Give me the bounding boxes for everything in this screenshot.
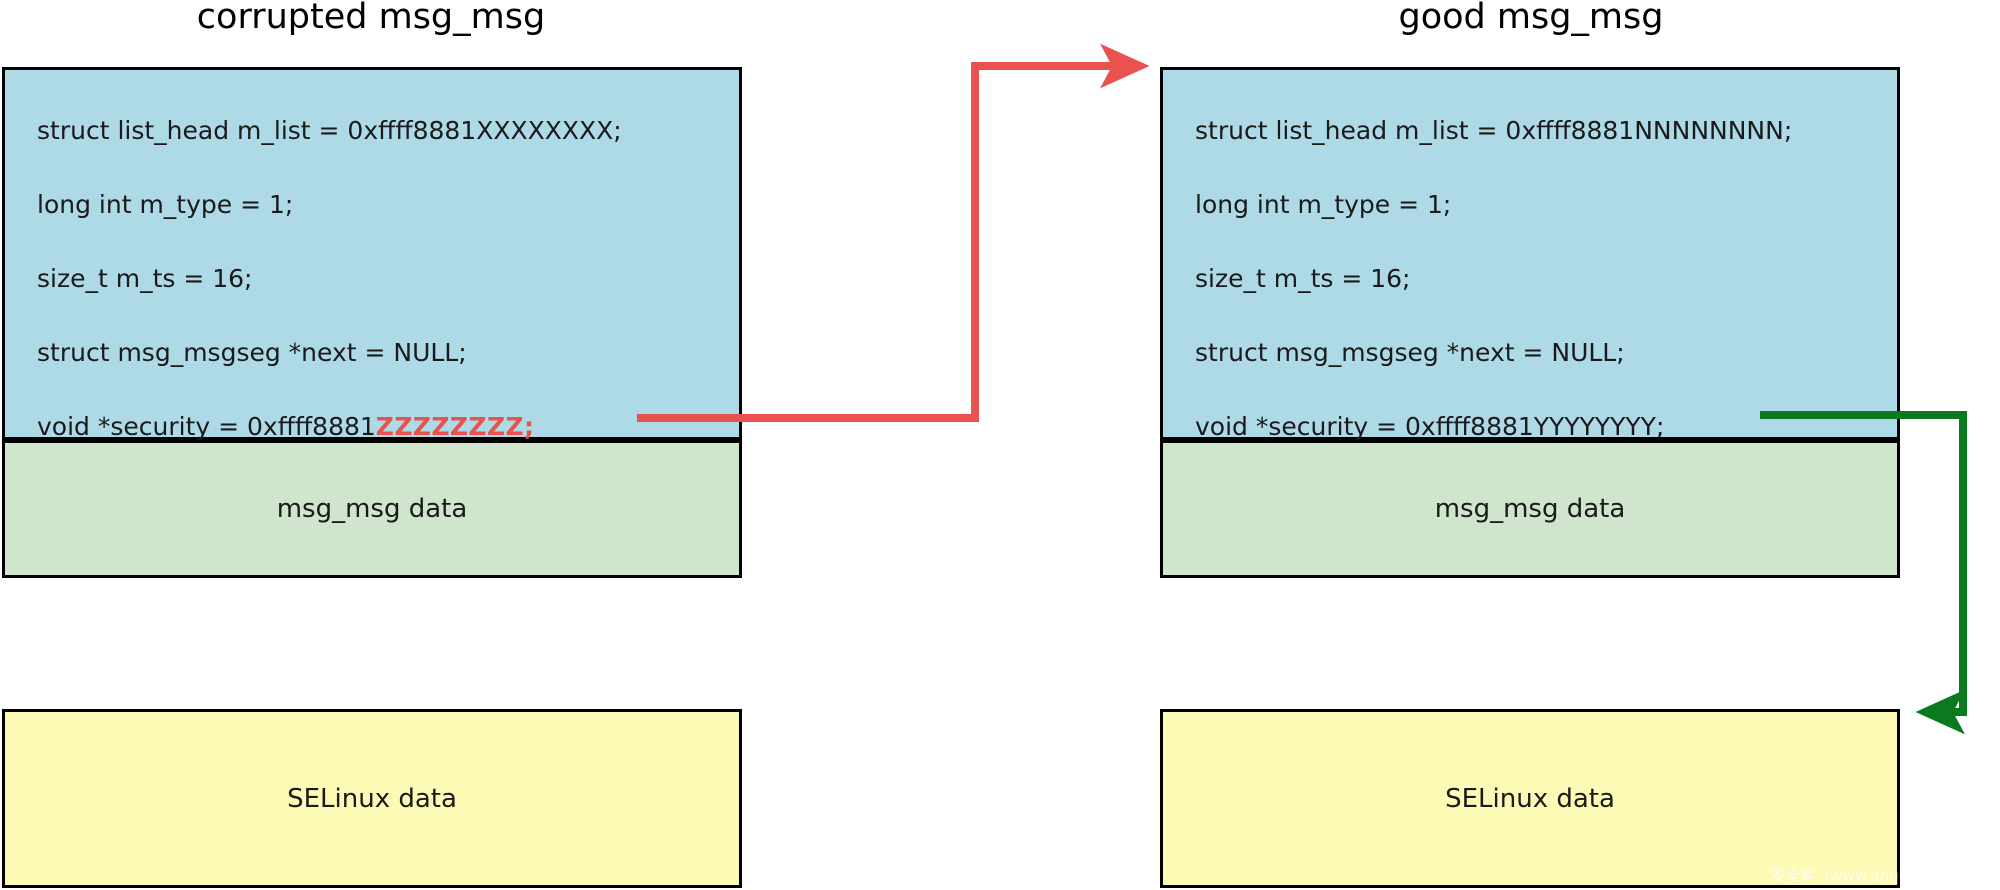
right-msg-data-label: msg_msg data [1434,494,1626,524]
left-field-security-corrupt-value: ZZZZZZZZ; [375,412,535,441]
left-msg-data-box: msg_msg data [2,440,742,578]
left-field-m_type: long int m_type = 1; [37,190,294,219]
right-field-security: void *security = 0xffff8881YYYYYYYY; [1195,412,1665,441]
right-msg-data-box: msg_msg data [1160,440,1900,578]
left-struct-header-box: struct list_head m_list = 0xffff8881XXXX… [2,67,742,440]
right-field-m_list: struct list_head m_list = 0xffff8881NNNN… [1195,116,1793,145]
right-column-title: good msg_msg [1398,0,1664,37]
left-msg-data-label: msg_msg data [276,494,468,524]
left-field-m_ts: size_t m_ts = 16; [37,264,253,293]
left-column-title: corrupted msg_msg [196,0,546,37]
left-selinux-box: SELinux data [2,709,742,888]
left-field-security: void *security = 0xffff8881ZZZZZZZZ; [37,414,534,439]
watermark-text: 安全客（www.anquanke.com） [1770,867,1996,885]
right-field-m_type: long int m_type = 1; [1195,190,1452,219]
right-selinux-label: SELinux data [1445,783,1615,814]
left-field-next: struct msg_msgseg *next = NULL; [37,338,467,367]
right-struct-header-box: struct list_head m_list = 0xffff8881NNNN… [1160,67,1900,440]
right-field-next: struct msg_msgseg *next = NULL; [1195,338,1625,367]
left-field-m_list: struct list_head m_list = 0xffff8881XXXX… [37,116,622,145]
right-selinux-box: SELinux data [1160,709,1900,888]
right-field-m_ts: size_t m_ts = 16; [1195,264,1411,293]
left-selinux-label: SELinux data [287,783,457,814]
left-field-security-prefix: void *security = 0xffff8881 [37,412,376,441]
